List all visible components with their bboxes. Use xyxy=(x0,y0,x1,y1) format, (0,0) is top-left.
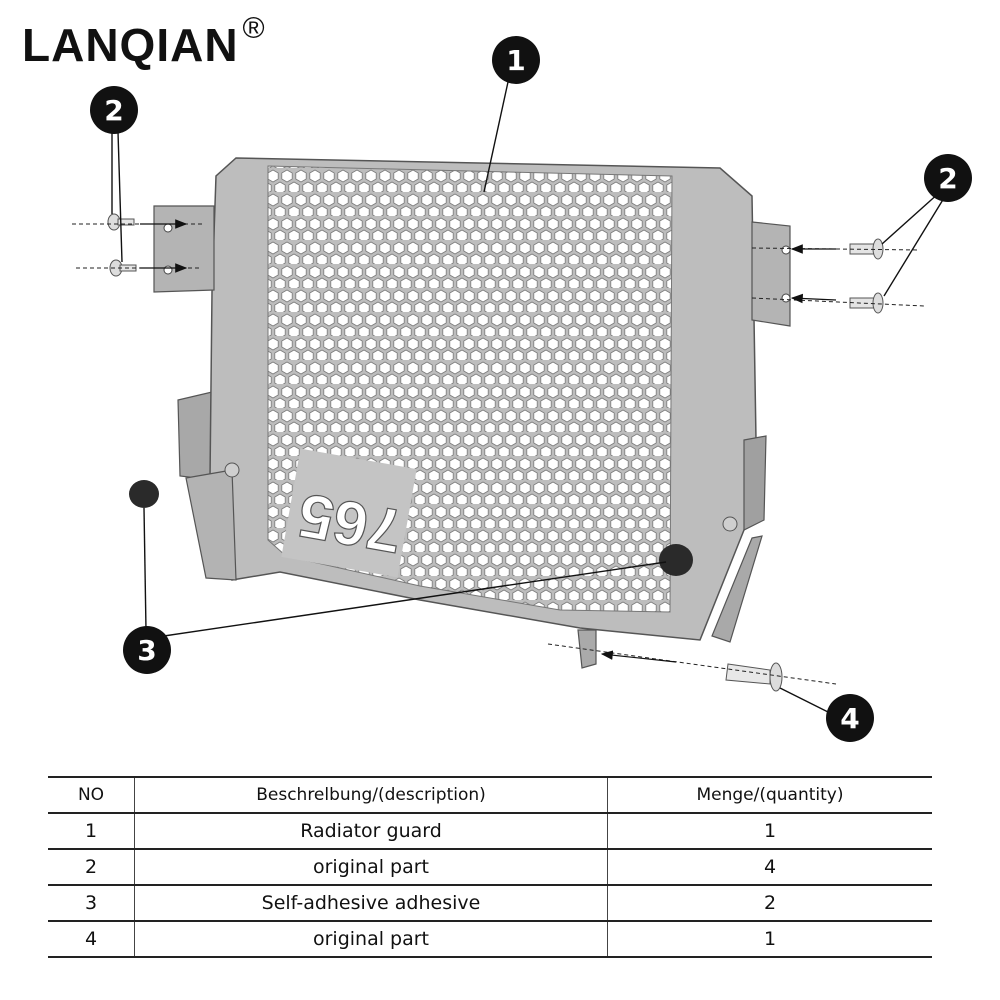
table-header-row: NO Beschrelbung/(description) Menge/(qua… xyxy=(48,777,932,813)
callout-3: 3 xyxy=(123,626,171,674)
part-number-cutout: 765 xyxy=(281,448,417,578)
screw-right-bottom xyxy=(849,292,884,314)
callout-2-right: 2 xyxy=(924,154,972,202)
callout-1-label: 1 xyxy=(506,44,525,77)
adhesive-pad-right xyxy=(659,544,693,576)
row-description: Self-adhesive adhesive xyxy=(134,885,608,921)
row-quantity: 4 xyxy=(763,856,777,878)
guard-right-flange xyxy=(743,435,767,531)
row-no: 4 xyxy=(48,921,135,957)
header-no: NO xyxy=(48,777,135,813)
screw-left-top xyxy=(107,213,135,231)
callout-1: 1 xyxy=(492,36,540,84)
callout-3-label: 3 xyxy=(137,634,156,667)
callout-4: 4 xyxy=(826,694,874,742)
row-description: original part xyxy=(134,849,608,885)
callout-2-left: 2 xyxy=(90,86,138,134)
registered-mark: ® xyxy=(242,12,266,45)
left-mount-hole-top xyxy=(163,223,173,233)
radiator-guard: 765 xyxy=(153,157,791,669)
callout-2-right-label: 2 xyxy=(938,162,957,195)
grommet-right xyxy=(722,516,738,532)
left-mount-hole-bottom xyxy=(163,265,173,275)
row-quantity: 1 xyxy=(763,820,777,842)
table-row: 3 Self-adhesive adhesive 2 xyxy=(48,885,932,921)
guard-lower-skirt xyxy=(185,469,237,581)
row-no: 1 xyxy=(48,813,135,849)
exploded-diagram: 765 xyxy=(72,36,972,742)
callout-4-label: 4 xyxy=(840,702,859,735)
right-mount-hole-top xyxy=(781,245,791,255)
leader-lines xyxy=(111,81,945,713)
row-description: original part xyxy=(134,921,608,957)
right-mount-hole-bottom xyxy=(781,293,791,303)
right-mount-bracket xyxy=(751,221,791,327)
row-no: 3 xyxy=(48,885,135,921)
parts-table: NO Beschrelbung/(description) Menge/(qua… xyxy=(48,776,932,958)
header-description: Beschrelbung/(description) xyxy=(134,777,608,813)
brand-logo: LANQIAN® xyxy=(22,12,266,72)
brand-logo-text: LANQIAN xyxy=(22,19,239,71)
row-quantity: 1 xyxy=(763,928,777,950)
table-row: 2 original part 4 xyxy=(48,849,932,885)
left-mount-bracket xyxy=(153,205,215,293)
callout-2-left-label: 2 xyxy=(104,94,123,127)
row-description: Radiator guard xyxy=(134,813,608,849)
guard-side-left xyxy=(177,391,215,481)
header-quantity: Menge/(quantity) xyxy=(696,785,844,805)
grommet-left xyxy=(224,462,240,478)
assembly-arrows xyxy=(140,219,837,663)
bottom-mount-tab xyxy=(577,629,597,669)
row-quantity: 2 xyxy=(763,892,777,914)
guard-right-wing xyxy=(711,535,763,643)
row-no: 2 xyxy=(48,849,135,885)
table-row: 4 original part 1 xyxy=(48,921,932,957)
table-row: 1 Radiator guard 1 xyxy=(48,813,932,849)
adhesive-pad-left xyxy=(129,480,159,508)
bolt-bottom xyxy=(725,662,783,692)
